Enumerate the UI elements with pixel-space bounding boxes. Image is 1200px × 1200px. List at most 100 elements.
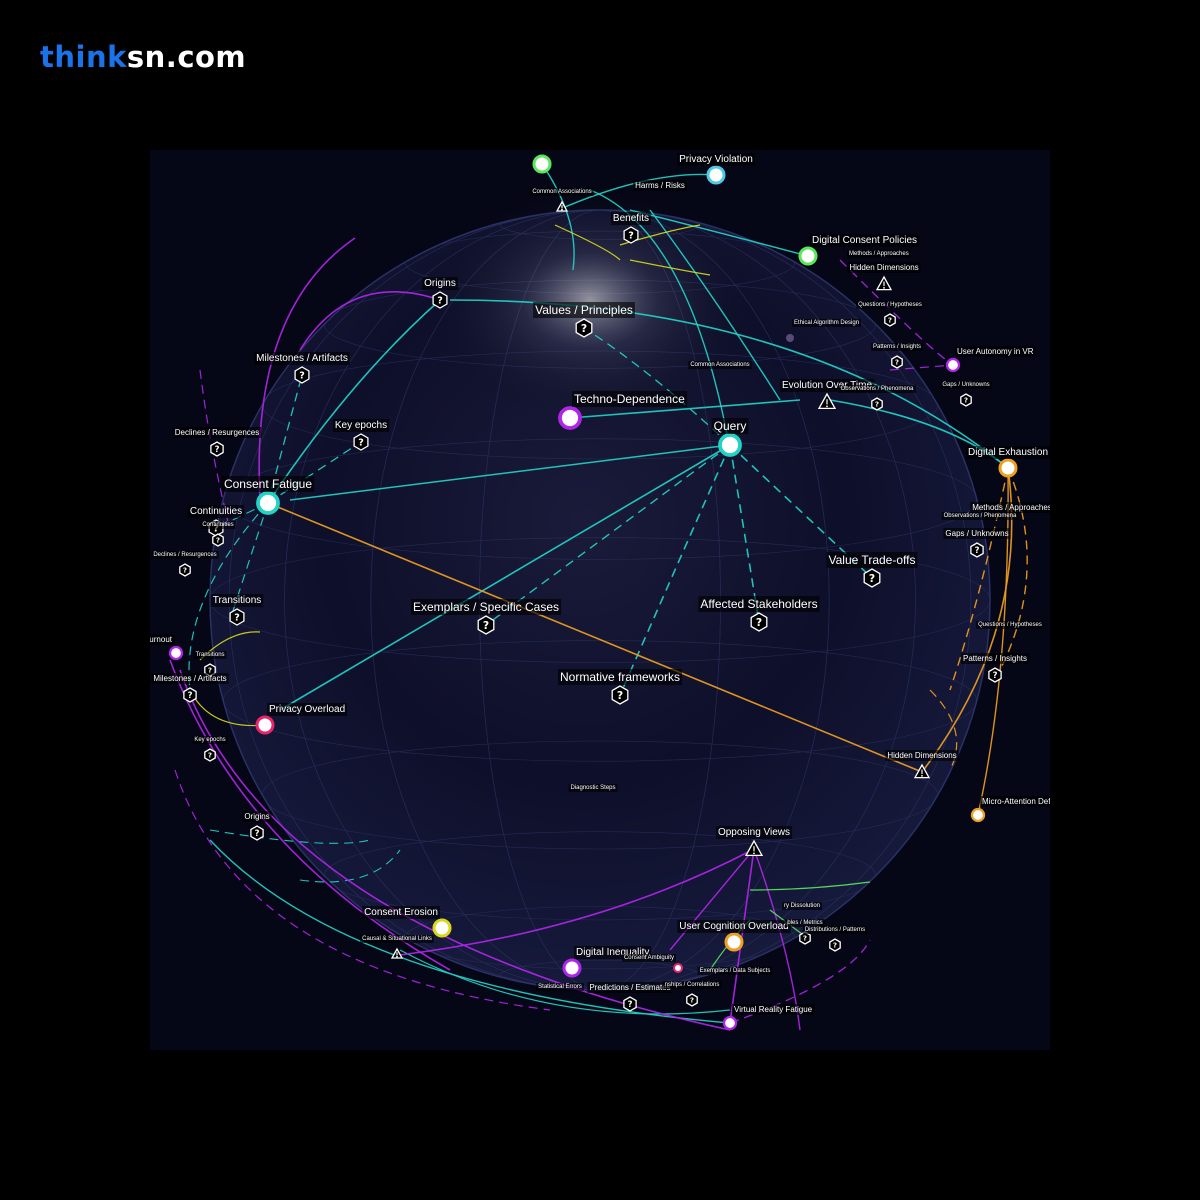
edge-32 <box>299 291 441 351</box>
node-digital-exhaustion[interactable]: Digital Exhaustion <box>966 446 1050 478</box>
sphere-highlight <box>420 180 760 420</box>
node-label: nships / Correlations <box>665 982 720 988</box>
node-micro-attention-deficits[interactable]: Micro-Attention Deficits <box>970 796 1050 823</box>
question-mark-glyph: ? <box>875 400 879 409</box>
node-hidden-dimensions-top[interactable]: Hidden Dimensions <box>847 262 921 291</box>
node-transitions-top[interactable]: ?Transitions <box>210 594 264 626</box>
question-icon <box>477 615 495 635</box>
edge-36 <box>729 848 755 1024</box>
node-marker <box>945 357 961 373</box>
node-declines-resurgences-top[interactable]: ?Declines / Resurgences <box>172 427 262 457</box>
node-declines-resurgences-mid[interactable]: ?Declines / Resurgences <box>151 551 219 577</box>
node-label: Digital Burnout <box>150 635 173 644</box>
node-ethical-algorithm-design[interactable]: Ethical Algorithm Design <box>786 319 861 342</box>
node-hidden-dimensions-bottom[interactable]: Hidden Dimensions <box>885 750 959 779</box>
node-predictions-estimates[interactable]: ?Predictions / Estimates <box>587 982 673 1012</box>
node-benefits[interactable]: ?Benefits <box>610 212 651 244</box>
label-backdrop <box>572 391 688 407</box>
node-gaps-unknowns-right[interactable]: ?Gaps / Unknowns <box>943 528 1011 558</box>
node-values-principles[interactable]: ?Values / Principles <box>533 302 635 338</box>
label-backdrop <box>558 669 682 685</box>
warning-dot <box>561 208 563 211</box>
node-causal-situational-links[interactable]: Causal & Situational Links <box>360 935 434 959</box>
label-backdrop <box>267 703 348 716</box>
node-consent-fatigue[interactable]: Consent Fatigue <box>222 476 315 515</box>
question-icon <box>799 931 811 945</box>
node-questions-hypotheses-top[interactable]: ?Questions / Hypotheses <box>856 301 924 327</box>
node-origins-top[interactable]: ?Origins <box>422 277 458 309</box>
question-icon <box>970 542 984 558</box>
node-exemplars-data-subjects[interactable]: Exemplars / Data Subjects <box>697 967 773 975</box>
node-user-cognition-overload[interactable]: User Cognition Overload <box>677 920 791 952</box>
node-label: Key epochs <box>194 737 225 743</box>
node-marker <box>562 958 582 978</box>
node-privacy-overload[interactable]: Privacy Overload <box>255 703 348 735</box>
node-patterns-insights-top[interactable]: ?Patterns / Insights <box>871 343 923 369</box>
node-label: bles / Metrics <box>787 920 822 926</box>
node-milestones-artifacts-low[interactable]: ?Milestones / Artifacts <box>151 673 229 703</box>
label-backdrop <box>172 427 262 438</box>
label-backdrop <box>150 634 175 645</box>
node-privacy-violation[interactable]: Privacy Violation <box>677 153 755 185</box>
node-methods-approaches-right[interactable]: Methods / Approaches <box>970 502 1050 513</box>
node-continuities-small[interactable]: ?Continuities <box>200 521 236 547</box>
node-observations-phenomena-right[interactable]: Observations / Phenomena <box>941 512 1019 520</box>
question-icon <box>988 667 1002 683</box>
edge-16 <box>589 189 731 451</box>
node-affected-stakeholders[interactable]: ?Affected Stakeholders <box>698 596 820 632</box>
question-icon <box>204 748 216 762</box>
node-techno-dependence[interactable]: Techno-Dependence <box>558 391 688 430</box>
node-digital-burnout[interactable]: Digital Burnout <box>150 634 184 661</box>
label-backdrop <box>411 599 562 615</box>
node-virtual-reality-fatigue[interactable]: Virtual Reality Fatigue <box>722 1004 815 1031</box>
node-statistical-errors[interactable]: Statistical Errors <box>536 983 584 991</box>
node-variables-metrics[interactable]: ?bles / Metrics <box>785 919 825 945</box>
node-label: Hidden Dimensions <box>849 263 918 272</box>
edge-28 <box>999 467 1028 671</box>
node-observations-phenomena-top[interactable]: ?Observations / Phenomena <box>838 385 916 411</box>
node-harms-risks[interactable]: Harms / Risks <box>633 180 687 191</box>
node-key-epochs-low[interactable]: ? Key epochs <box>192 736 228 762</box>
node-identity-dissolution[interactable]: ry Dissolution <box>782 902 822 910</box>
node-questions-hypotheses-right[interactable]: Questions / Hypotheses <box>976 621 1044 629</box>
node-user-autonomy-vr[interactable]: User Autonomy in VR <box>945 346 1036 373</box>
node-exemplars-specific-cases[interactable]: ?Exemplars / Specific Cases <box>411 599 562 635</box>
node-consent-ambiguity[interactable]: Consent Ambiguity <box>622 954 683 973</box>
question-mark-glyph: ? <box>208 751 212 760</box>
node-query[interactable]: Query <box>711 418 749 457</box>
node-milestones-artifacts-top[interactable]: ?Milestones / Artifacts <box>254 352 350 384</box>
node-opposing-views[interactable]: Opposing Views <box>716 826 793 857</box>
label-backdrop <box>677 153 755 166</box>
node-key-epochs-top[interactable]: ?Key epochs <box>332 419 390 451</box>
node-marker <box>255 715 275 735</box>
node-normative-frameworks[interactable]: ?Normative frameworks <box>558 669 682 705</box>
node-gaps-unknowns-top[interactable]: ?Gaps / Unknowns <box>940 381 992 407</box>
node-relationships-correlations[interactable]: ?nships / Correlations <box>662 981 722 1007</box>
node-top-green[interactable] <box>532 154 552 174</box>
node-label: Affected Stakeholders <box>700 597 817 611</box>
node-marker <box>998 458 1018 478</box>
label-backdrop <box>871 343 923 351</box>
node-value-trade-offs[interactable]: ?Value Trade-offs <box>826 552 918 588</box>
node-distributions-patterns[interactable]: ?Distributions / Patterns <box>802 926 868 952</box>
label-backdrop <box>955 346 1036 357</box>
question-icon <box>884 313 896 327</box>
node-diagnostic-steps[interactable]: Diagnostic Steps <box>568 784 618 792</box>
node-label: Exemplars / Specific Cases <box>413 600 559 614</box>
node-common-associations-top[interactable]: Common Associations <box>530 188 594 212</box>
question-icon <box>623 996 637 1012</box>
node-methods-approaches-top[interactable]: Methods / Approaches <box>847 250 911 258</box>
label-backdrop <box>688 361 752 369</box>
node-patterns-insights-right[interactable]: ?Patterns / Insights <box>961 653 1029 683</box>
node-origins-low[interactable]: ?Origins <box>242 811 272 841</box>
label-backdrop <box>568 784 618 792</box>
question-icon <box>863 568 881 588</box>
node-digital-consent-policies[interactable]: Digital Consent Policies <box>798 234 920 266</box>
node-common-associations-mid[interactable]: Common Associations <box>688 361 752 369</box>
label-backdrop <box>826 552 918 568</box>
node-consent-erosion[interactable]: Consent Erosion <box>362 906 452 938</box>
node-label: Exemplars / Data Subjects <box>700 968 771 974</box>
label-backdrop <box>792 319 861 327</box>
label-backdrop <box>810 234 920 247</box>
